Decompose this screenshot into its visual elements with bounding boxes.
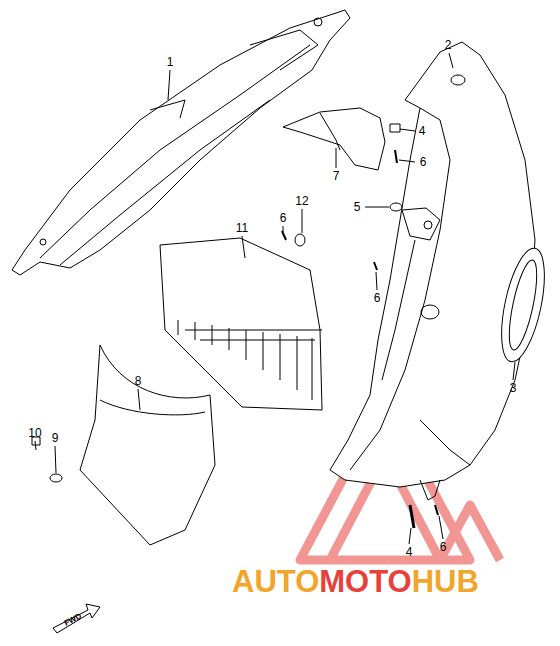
callout-number: 4 bbox=[406, 546, 413, 558]
callout-number: 9 bbox=[52, 432, 59, 444]
callout-number: 8 bbox=[135, 375, 142, 387]
callout-number: 11 bbox=[236, 222, 248, 234]
watermark-text: AUTO bbox=[232, 566, 319, 597]
watermark-text: MOTO bbox=[319, 566, 411, 597]
callout-number: 2 bbox=[445, 39, 452, 51]
watermark-text: HUB bbox=[412, 566, 479, 597]
callout-number: 7 bbox=[333, 170, 340, 182]
callout-number: 3 bbox=[510, 382, 517, 394]
callout-number: 12 bbox=[295, 195, 308, 207]
callout-number: 5 bbox=[354, 201, 361, 213]
callout-number: 1 bbox=[167, 56, 174, 68]
callout-number: 10 bbox=[28, 427, 41, 439]
callout-number: 4 bbox=[419, 125, 426, 137]
direction-label: FWD bbox=[63, 612, 83, 628]
callout-number: 6 bbox=[280, 212, 287, 224]
callout-number: 6 bbox=[440, 541, 447, 553]
callout-number: 6 bbox=[420, 156, 427, 168]
callout-number: 6 bbox=[374, 292, 381, 304]
